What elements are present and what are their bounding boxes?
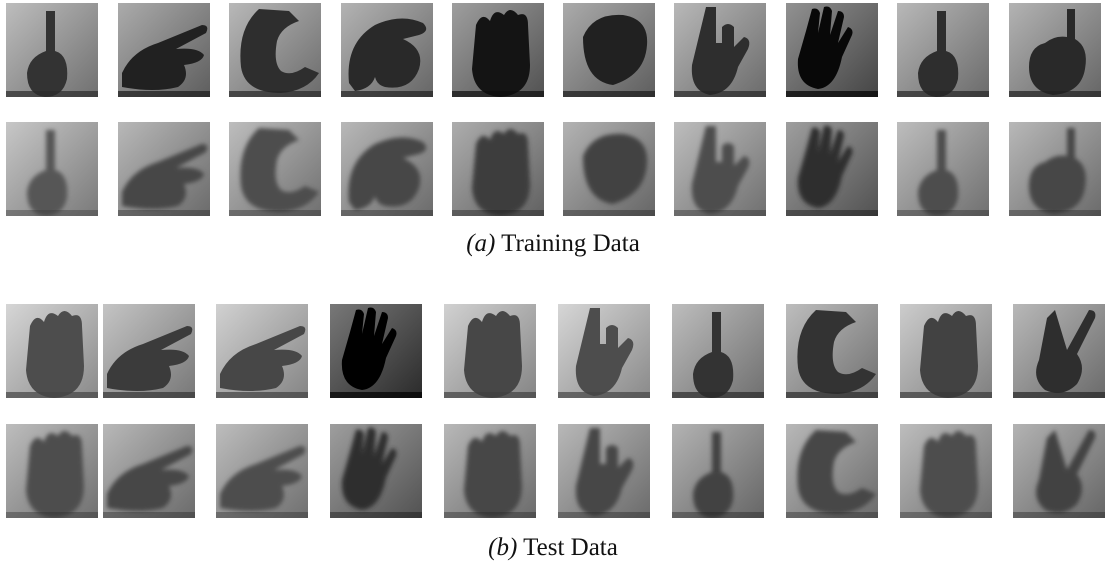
- hand-sign-image: [6, 424, 98, 518]
- hand-sign-image: [341, 3, 433, 97]
- hand-sign-image: [897, 122, 989, 216]
- hand-sign-image: [1009, 3, 1101, 97]
- hand-sign-image: [1013, 304, 1105, 398]
- hand-sign-image: [1013, 424, 1105, 518]
- hand-sign-image: [558, 424, 650, 518]
- hand-sign-image: [674, 3, 766, 97]
- hand-sign-image: [452, 122, 544, 216]
- test-reconstruction-row: [0, 424, 1106, 520]
- hand-sign-image: [330, 304, 422, 398]
- hand-sign-image: [900, 304, 992, 398]
- hand-sign-image: [444, 304, 536, 398]
- hand-sign-image: [6, 122, 98, 216]
- hand-sign-image: [786, 304, 878, 398]
- hand-sign-image: [103, 424, 195, 518]
- hand-sign-image: [452, 3, 544, 97]
- hand-sign-image: [563, 3, 655, 97]
- training-original-row: [0, 3, 1106, 99]
- hand-sign-image: [229, 122, 321, 216]
- test-original-row: [0, 304, 1106, 400]
- hand-sign-image: [330, 424, 422, 518]
- hand-sign-image: [444, 424, 536, 518]
- caption-label: (b): [488, 534, 518, 561]
- hand-sign-image: [6, 3, 98, 97]
- hand-sign-image: [674, 122, 766, 216]
- hand-sign-image: [558, 304, 650, 398]
- caption-text: Training Data: [501, 230, 640, 257]
- hand-sign-image: [103, 304, 195, 398]
- caption-test: (b) Test Data: [0, 534, 1106, 562]
- hand-sign-image: [229, 3, 321, 97]
- caption-training: (a) Training Data: [0, 230, 1106, 258]
- hand-sign-image: [786, 3, 878, 97]
- hand-sign-image: [672, 304, 764, 398]
- hand-sign-image: [563, 122, 655, 216]
- hand-sign-image: [786, 424, 878, 518]
- caption-text: Test Data: [523, 534, 618, 561]
- hand-sign-image: [118, 122, 210, 216]
- hand-sign-image: [216, 304, 308, 398]
- training-reconstruction-row: [0, 122, 1106, 218]
- caption-label: (a): [466, 230, 496, 257]
- hand-sign-image: [786, 122, 878, 216]
- hand-sign-image: [216, 424, 308, 518]
- hand-sign-image: [1009, 122, 1101, 216]
- hand-sign-image: [900, 424, 992, 518]
- hand-sign-image: [6, 304, 98, 398]
- hand-sign-image: [118, 3, 210, 97]
- hand-sign-image: [672, 424, 764, 518]
- hand-sign-image: [341, 122, 433, 216]
- hand-sign-image: [897, 3, 989, 97]
